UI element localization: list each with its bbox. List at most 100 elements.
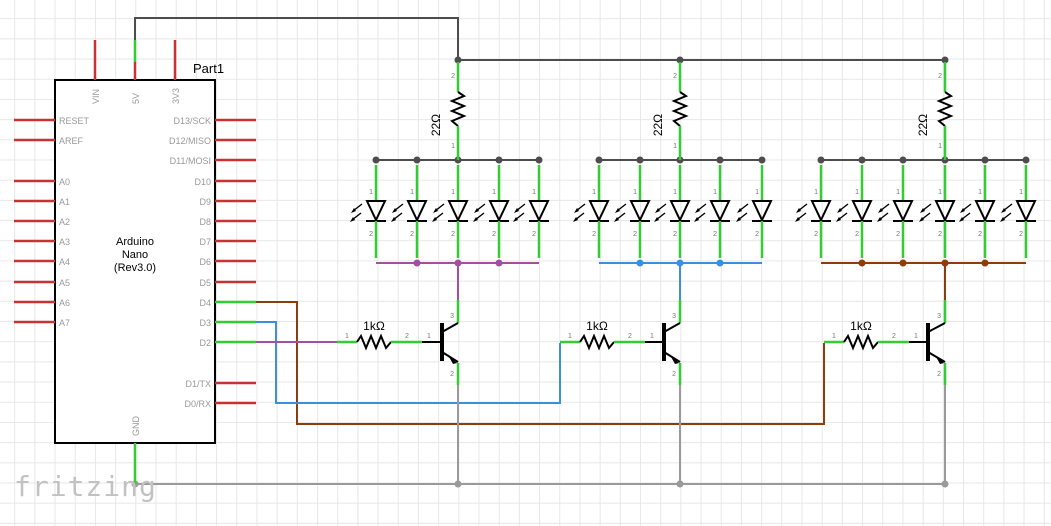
pin-label: D13/SCK bbox=[173, 116, 211, 126]
led-arrow-head bbox=[432, 217, 437, 222]
wire-d4 bbox=[256, 301, 825, 425]
part-label: Part1 bbox=[193, 61, 224, 76]
pin-label: D10 bbox=[194, 177, 211, 187]
pin-number: 2 bbox=[938, 73, 942, 80]
pin-label: D1/TX bbox=[185, 379, 211, 389]
pin-number: 1 bbox=[592, 189, 596, 196]
pin-number: 1 bbox=[345, 333, 349, 340]
led-arrow-head bbox=[474, 208, 479, 213]
led-triangle bbox=[1015, 200, 1037, 223]
pin-number: 1 bbox=[832, 333, 836, 340]
pin-label: D7 bbox=[199, 237, 211, 247]
pin-number: 1 bbox=[650, 333, 654, 340]
pin-number: 1 bbox=[410, 189, 414, 196]
pin-number: 1 bbox=[978, 189, 982, 196]
led-arrow-head bbox=[736, 217, 741, 222]
pin-number: 1 bbox=[855, 189, 859, 196]
resistor-22-ohm bbox=[671, 91, 689, 127]
pin-label: D8 bbox=[199, 217, 211, 227]
led-light-arrows bbox=[432, 203, 445, 222]
pin-number: 1 bbox=[896, 189, 900, 196]
pin-label: D2 bbox=[199, 338, 211, 348]
led-triangle bbox=[974, 200, 996, 223]
resistor-22-ohm bbox=[936, 91, 954, 127]
led-arrow-head bbox=[878, 208, 883, 213]
junction-dot bbox=[941, 56, 949, 64]
pin-number: 2 bbox=[755, 231, 759, 238]
led-arrow-head bbox=[433, 208, 438, 213]
pin-number: 1 bbox=[633, 189, 637, 196]
resistor-1k bbox=[579, 333, 615, 351]
junction-dot bbox=[899, 156, 907, 164]
resistor-value-label: 22Ω bbox=[916, 114, 930, 136]
led-arrow-head bbox=[795, 217, 800, 222]
pin-number: 2 bbox=[451, 73, 455, 80]
transistor-emitter-arrow bbox=[935, 355, 944, 364]
pin-label: A2 bbox=[59, 217, 70, 227]
wire-d3 bbox=[256, 321, 561, 404]
pin-number: 2 bbox=[896, 231, 900, 238]
led-arrow-head bbox=[960, 208, 965, 213]
led-light-arrows bbox=[473, 203, 486, 222]
fritzing-logo: fritzing bbox=[14, 470, 157, 503]
led-triangle bbox=[892, 200, 914, 223]
pin-label: GND bbox=[131, 416, 141, 437]
pin-number: 1 bbox=[938, 143, 942, 150]
led-triangle bbox=[851, 200, 873, 223]
led-triangle bbox=[709, 200, 731, 223]
led-light-arrows bbox=[573, 203, 586, 222]
led-arrow-head bbox=[655, 208, 660, 213]
pin-number: 2 bbox=[938, 231, 942, 238]
pin-label: D4 bbox=[199, 298, 211, 308]
led-triangle bbox=[669, 200, 691, 223]
junction-dot bbox=[413, 259, 421, 267]
pin-number: 1 bbox=[532, 189, 536, 196]
led-arrow-head bbox=[959, 217, 964, 222]
arduino-revision: (Rev3.0) bbox=[114, 262, 156, 274]
pin-number: 2 bbox=[713, 231, 717, 238]
pin-number: 1 bbox=[673, 189, 677, 196]
transistor-collector bbox=[441, 322, 459, 333]
parts-layer bbox=[14, 40, 1037, 484]
pin-number: 2 bbox=[978, 231, 982, 238]
junction-dot bbox=[676, 56, 684, 64]
pin-label: A3 bbox=[59, 237, 70, 247]
led-arrow-head bbox=[1001, 208, 1006, 213]
pin-number: 2 bbox=[855, 231, 859, 238]
pin-label: D11/MOSI bbox=[170, 156, 211, 166]
led-triangle bbox=[488, 200, 510, 223]
pin-number: 1 bbox=[427, 333, 431, 340]
led-light-arrows bbox=[877, 203, 890, 222]
led-arrow-head bbox=[350, 217, 355, 222]
pin-number: 1 bbox=[938, 189, 942, 196]
led-light-arrows bbox=[614, 203, 627, 222]
led-arrow-head bbox=[574, 208, 579, 213]
wires-layer bbox=[131, 17, 1030, 488]
transistor-collector bbox=[927, 322, 946, 333]
pin-number: 2 bbox=[405, 333, 409, 340]
resistor-value-label: 1kΩ bbox=[363, 319, 385, 333]
led-light-arrows bbox=[836, 203, 849, 222]
led-light-arrows bbox=[959, 203, 972, 222]
led-arrow-head bbox=[615, 208, 620, 213]
pin-label: A5 bbox=[59, 278, 70, 288]
pin-number: 3 bbox=[672, 313, 676, 320]
pin-number: 3 bbox=[450, 313, 454, 320]
pin-label: RESET bbox=[59, 116, 90, 126]
junction-dot bbox=[981, 156, 989, 164]
junction-dot bbox=[758, 156, 766, 164]
pin-number: 1 bbox=[492, 189, 496, 196]
led-arrow-head bbox=[391, 217, 396, 222]
junction-dot bbox=[858, 156, 866, 164]
led-arrow-head bbox=[919, 217, 924, 222]
junction-dot bbox=[941, 480, 949, 488]
junction-dot bbox=[636, 259, 644, 267]
pin-number: 2 bbox=[628, 333, 632, 340]
led-arrow-head bbox=[351, 208, 356, 213]
led-arrow-head bbox=[392, 208, 397, 213]
led-light-arrows bbox=[391, 203, 404, 222]
led-triangle bbox=[365, 200, 387, 223]
resistor-value-label: 1kΩ bbox=[850, 319, 872, 333]
